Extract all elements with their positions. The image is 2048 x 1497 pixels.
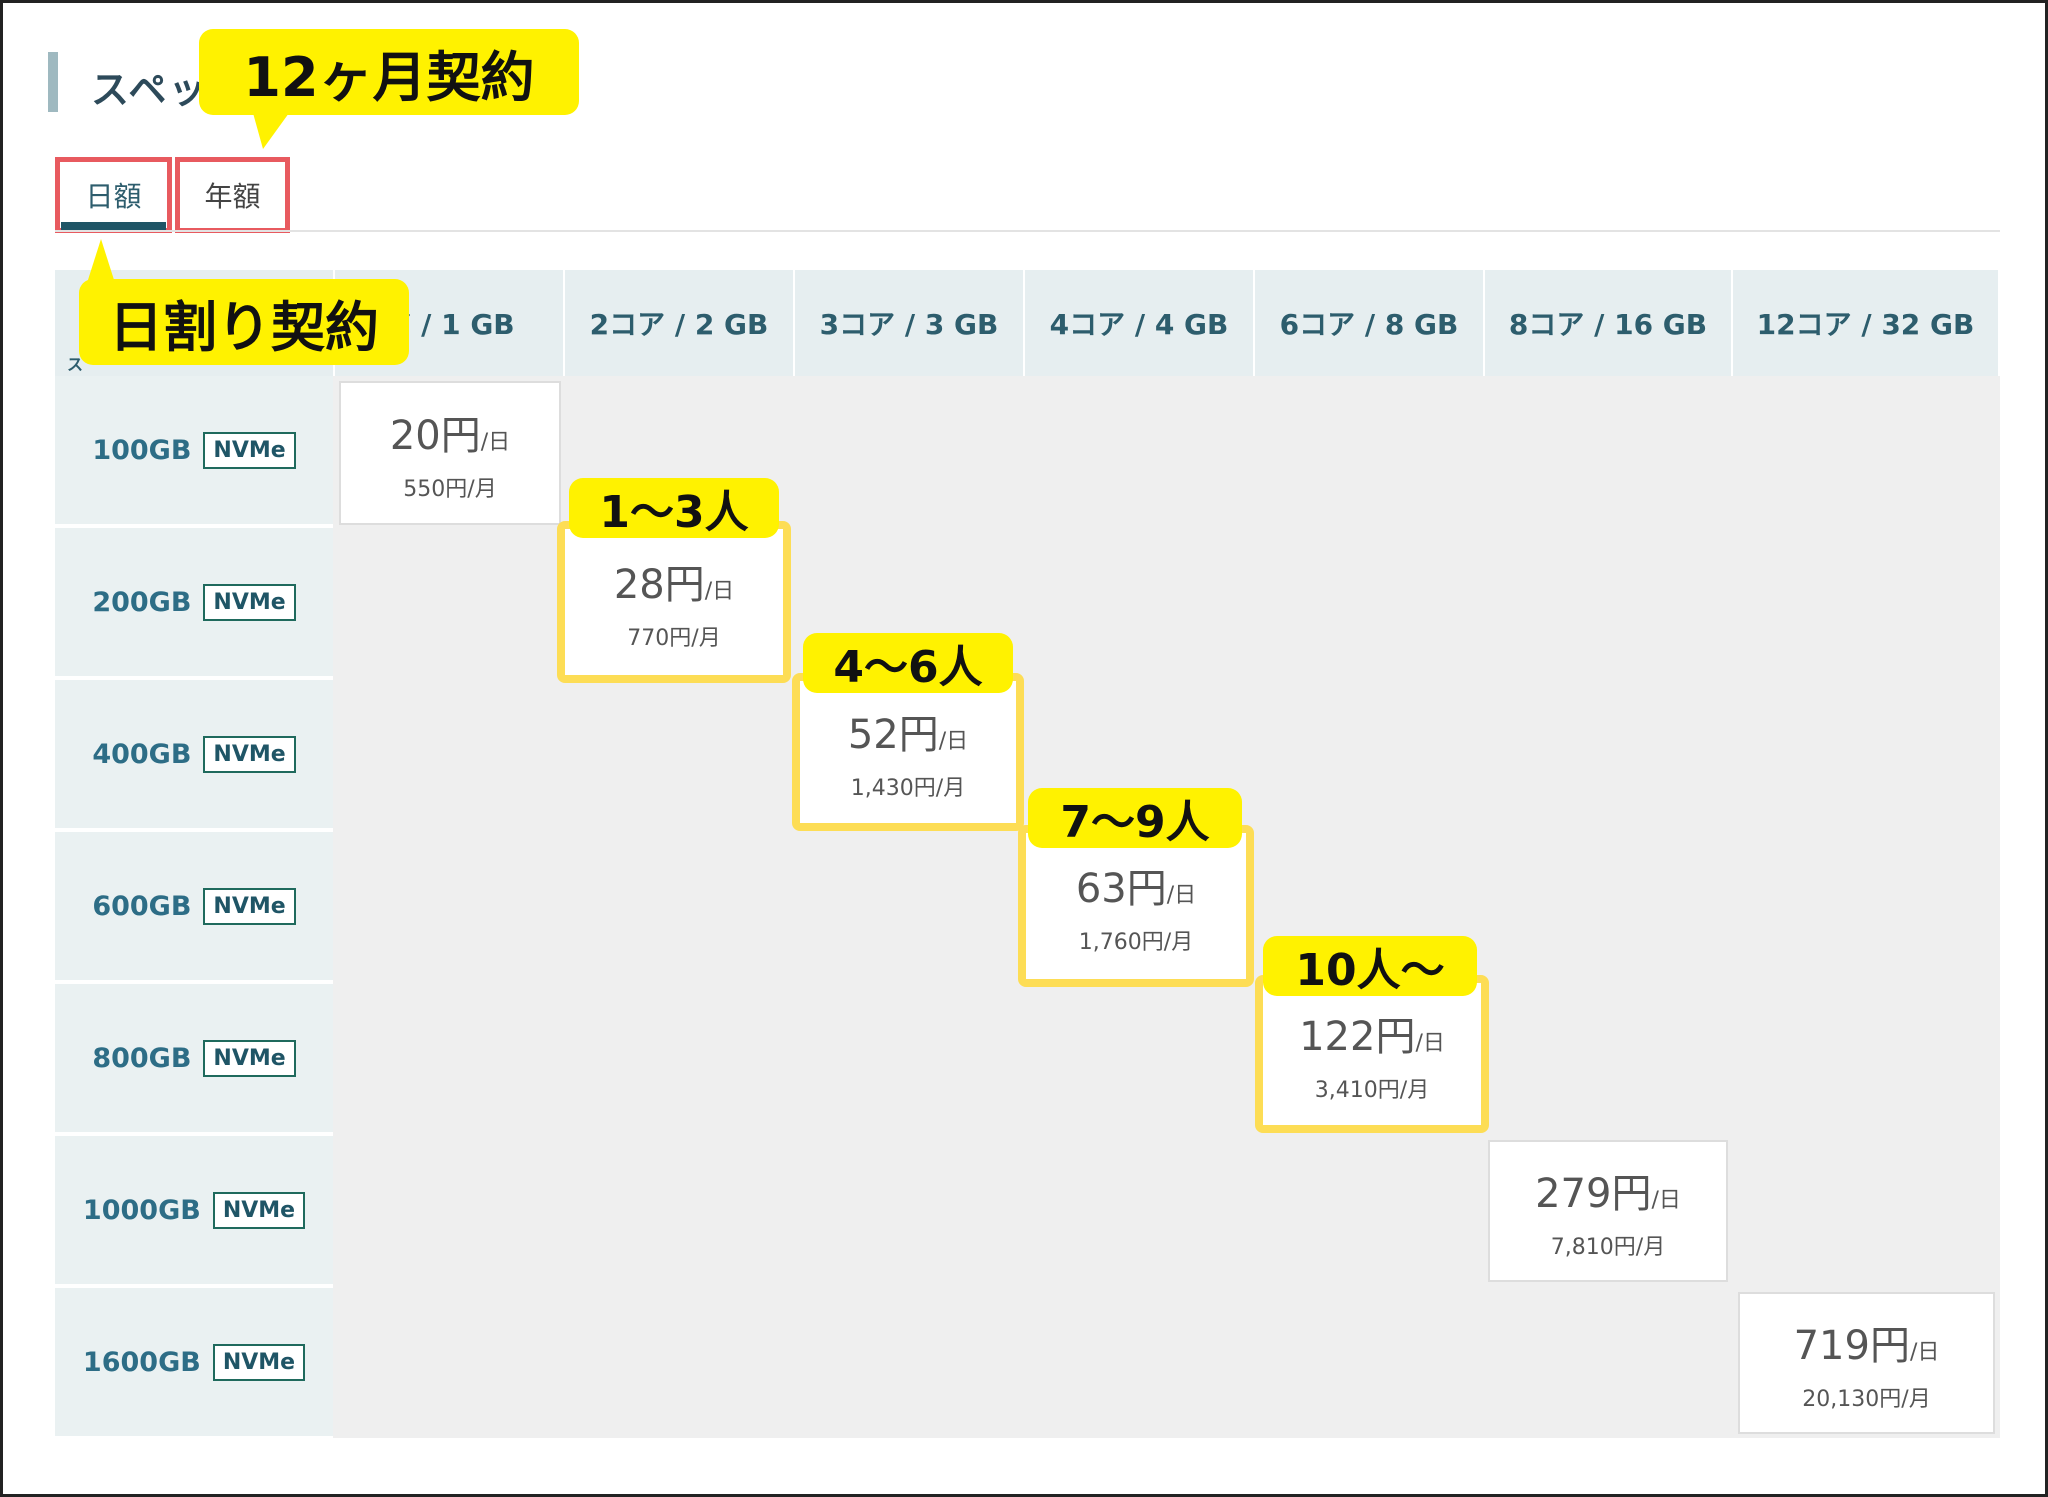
callout-daily-contract: 日割り契約 [79,279,409,365]
users-tag-7-9: 7〜9人 [1028,788,1242,848]
monthly-price: 7,810円/月 [1550,1235,1666,1260]
storage-size: 1600GB [82,1346,201,1378]
daily-price: 28円/日 [613,562,735,608]
price-cell-800gb[interactable]: 122円/日 3,410円/月 [1255,975,1489,1133]
row-label-600gb: 600GB NVMe [55,832,333,982]
daily-price: 122円/日 [1299,1014,1445,1060]
monthly-price: 3,410円/月 [1314,1078,1430,1103]
section-heading: スペッ [91,68,209,112]
tab-yearly[interactable]: 年額 [175,157,290,233]
monthly-price: 550円/月 [403,477,497,502]
daily-price: 63円/日 [1075,866,1197,912]
daily-price: 20円/日 [389,413,511,459]
callout-pointer [87,239,115,283]
nvme-badge: NVMe [203,583,296,621]
storage-size: 400GB [92,738,192,770]
row-label-1600gb: 1600GB NVMe [55,1288,333,1438]
nvme-badge: NVMe [212,1343,306,1381]
storage-size: 600GB [92,890,192,922]
column-header-3: 3コア / 3 GB [795,270,1025,376]
row-label-800gb: 800GB NVMe [55,984,333,1134]
nvme-badge: NVMe [203,431,296,469]
nvme-badge: NVMe [203,735,296,773]
price-cell-100gb[interactable]: 20円/日 550円/月 [339,381,561,525]
monthly-price: 1,430円/月 [850,776,966,801]
daily-price: 52円/日 [847,712,969,758]
price-cell-200gb[interactable]: 28円/日 770円/月 [557,521,791,683]
users-tag-1-3: 1〜3人 [569,478,779,538]
tab-divider [55,230,2000,232]
price-cell-1600gb[interactable]: 719円/日 20,130円/月 [1738,1292,1995,1434]
monthly-price: 20,130円/月 [1802,1387,1931,1412]
callout-pointer [253,113,289,149]
price-cell-1000gb[interactable]: 279円/日 7,810円/月 [1488,1140,1728,1282]
nvme-badge: NVMe [203,887,296,925]
storage-size: 800GB [92,1042,192,1074]
users-tag-10-plus: 10人〜 [1263,936,1477,996]
users-tag-4-6: 4〜6人 [803,633,1013,693]
storage-size: 200GB [92,586,192,618]
price-cell-400gb[interactable]: 52円/日 1,430円/月 [792,673,1024,831]
tab-active-indicator [61,222,166,230]
storage-size: 100GB [92,434,192,466]
storage-size: 1000GB [82,1194,201,1226]
nvme-badge: NVMe [212,1191,306,1229]
callout-yearly-contract: 12ヶ月契約 [199,29,579,115]
monthly-price: 1,760円/月 [1078,930,1194,955]
row-label-100gb: 100GB NVMe [55,376,333,526]
row-label-1000gb: 1000GB NVMe [55,1136,333,1286]
column-header-2: 2コア / 2 GB [565,270,795,376]
nvme-badge: NVMe [203,1039,296,1077]
row-label-400gb: 400GB NVMe [55,680,333,830]
column-header-4: 4コア / 4 GB [1025,270,1255,376]
column-header-5: 6コア / 8 GB [1255,270,1485,376]
monthly-price: 770円/月 [627,626,721,651]
column-header-7: 12コア / 32 GB [1733,270,2000,376]
daily-price: 719円/日 [1793,1323,1940,1369]
daily-price: 279円/日 [1535,1171,1681,1217]
row-label-200gb: 200GB NVMe [55,528,333,678]
column-header-6: 8コア / 16 GB [1485,270,1733,376]
heading-accent-bar [48,52,58,112]
